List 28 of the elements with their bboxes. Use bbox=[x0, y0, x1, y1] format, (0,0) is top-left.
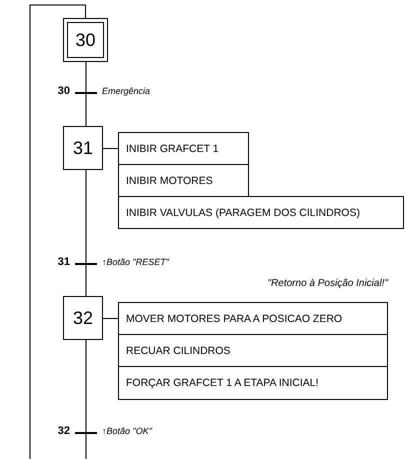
transition-condition: Emergência bbox=[102, 86, 150, 96]
connector-line bbox=[30, 4, 86, 459]
step-number: 31 bbox=[72, 138, 94, 158]
transition-number: 30 bbox=[58, 85, 70, 97]
transition-condition: ↑Botão "RESET" bbox=[102, 257, 169, 267]
action-text: INIBIR MOTORES bbox=[126, 174, 213, 186]
action-text: MOVER MOTORES PARA A POSICAO ZERO bbox=[126, 312, 342, 324]
connector-line bbox=[102, 148, 118, 149]
step-number: 32 bbox=[72, 308, 94, 328]
action-text: RECUAR CILINDROS bbox=[126, 344, 230, 356]
initial-step-box bbox=[63, 18, 108, 62]
step-comment: "Retorno à Posição Inicial!" bbox=[268, 278, 388, 289]
action-box bbox=[118, 302, 388, 335]
step-box bbox=[63, 296, 103, 340]
action-box bbox=[118, 334, 388, 367]
action-text: FORÇAR GRAFCET 1 A ETAPA INICIAL! bbox=[126, 377, 319, 389]
transition-number: 31 bbox=[58, 256, 70, 268]
action-box bbox=[118, 366, 388, 400]
action-box bbox=[118, 132, 249, 165]
transition-condition: ↑Botão "OK" bbox=[102, 426, 152, 436]
action-box bbox=[118, 164, 249, 197]
step-box bbox=[63, 126, 103, 170]
action-box bbox=[118, 196, 404, 229]
transition-number: 32 bbox=[58, 425, 70, 437]
action-text: INIBIR GRAFCET 1 bbox=[126, 142, 219, 154]
action-text: INIBIR VALVULAS (PARAGEM DOS CILINDROS) bbox=[126, 206, 360, 218]
connector-line bbox=[102, 318, 118, 319]
step-number: 30 bbox=[75, 30, 96, 50]
